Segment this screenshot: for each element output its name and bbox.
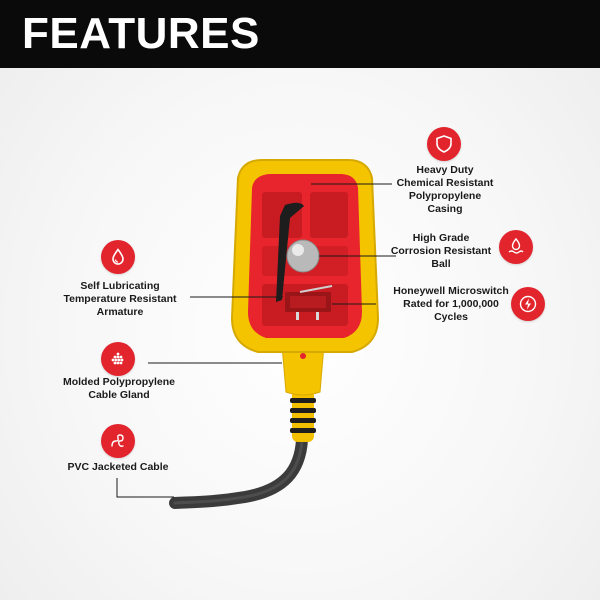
feature-label-armature: Self Lubricating Temperature Resistant A… (63, 280, 177, 318)
header-bar: FEATURES (0, 0, 600, 68)
feature-label-ball: High Grade Corrosion Resistant Ball (390, 232, 492, 270)
feature-label-cable: PVC Jacketed Cable (67, 461, 169, 473)
feature-label-microswitch: Honeywell Microswitch Rated for 1,000,00… (393, 285, 509, 323)
page-title: FEATURES (22, 9, 260, 58)
ball-icon (499, 230, 533, 264)
pvc-cable (169, 434, 308, 509)
strain-relief (290, 390, 316, 442)
leader-cable (116, 478, 174, 498)
droplet-icon (101, 240, 135, 274)
armature (276, 202, 304, 302)
coil-icon (101, 424, 135, 458)
shield-icon (427, 127, 461, 161)
lightning-icon (511, 287, 545, 321)
cable-gland (281, 344, 325, 396)
dots-icon (101, 342, 135, 376)
feature-label-casing: Heavy Duty Chemical Resistant Polypropyl… (396, 164, 494, 215)
feature-label-gland: Molded Polypropylene Cable Gland (62, 376, 175, 401)
